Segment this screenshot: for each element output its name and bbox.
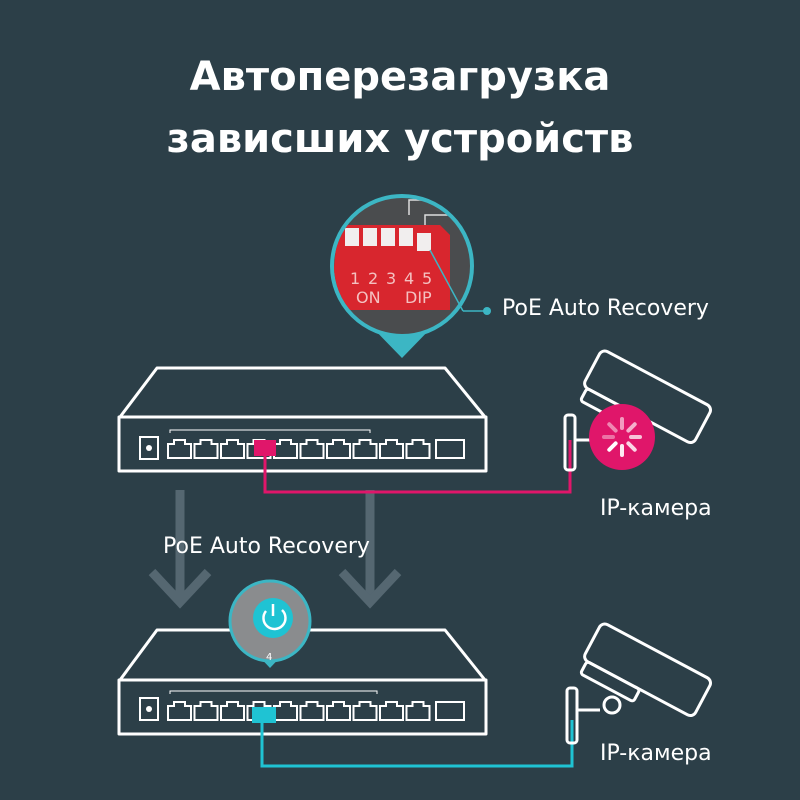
active-port-pink	[254, 440, 276, 456]
spinner-tick	[626, 441, 637, 452]
spinner-tick	[626, 422, 637, 433]
cable-pink	[263, 440, 572, 494]
ethernet-port	[220, 439, 245, 459]
dip-callout-label: PoE Auto Recovery	[502, 296, 709, 321]
camera-bottom-label: IP-камера	[600, 741, 712, 766]
dip-dip-text: DIP	[405, 288, 432, 307]
ethernet-port	[220, 701, 245, 721]
title-line-2: зависших устройств	[166, 116, 634, 162]
ethernet-port	[405, 701, 431, 721]
port-callout: 4	[228, 579, 312, 668]
dip-switch-callout	[330, 194, 491, 358]
ethernet-port	[167, 439, 192, 459]
ethernet-port	[167, 701, 192, 721]
dip-number-3: 3	[386, 269, 396, 288]
ethernet-port	[299, 439, 325, 459]
port-number: 4	[266, 652, 272, 663]
loading-spinner-icon	[589, 404, 655, 470]
dip-number-4: 4	[404, 269, 414, 288]
ethernet-port	[379, 701, 404, 721]
title-line-1: Автоперезагрузка	[189, 54, 611, 100]
ethernet-port	[299, 701, 325, 721]
ethernet-port	[273, 701, 298, 721]
ethernet-port	[379, 439, 404, 459]
dip-number-5: 5	[422, 269, 432, 288]
ethernet-port	[273, 439, 298, 459]
spinner-tick	[607, 422, 618, 433]
dip-number-1: 1	[350, 269, 360, 288]
ethernet-port	[193, 701, 219, 721]
ethernet-port	[326, 701, 351, 721]
ethernet-port	[352, 439, 378, 459]
middle-label: PoE Auto Recovery	[163, 534, 370, 559]
ethernet-port	[326, 439, 351, 459]
cable-cyan	[260, 720, 574, 768]
spinner-tick	[607, 441, 618, 452]
down-arrow-icon	[148, 490, 402, 609]
active-port-cyan	[252, 707, 276, 723]
power-recovery-icon	[253, 598, 293, 638]
switch-bottom	[117, 628, 488, 736]
dip-on-text: ON	[356, 288, 381, 307]
ethernet-port	[193, 439, 219, 459]
dip-number-2: 2	[368, 269, 378, 288]
switch-top	[117, 366, 488, 473]
camera-top-label: IP-камера	[600, 496, 712, 521]
ethernet-port	[352, 701, 378, 721]
ip-camera-icon	[565, 622, 712, 745]
ethernet-port	[405, 439, 431, 459]
ip-camera-icon	[563, 349, 712, 472]
